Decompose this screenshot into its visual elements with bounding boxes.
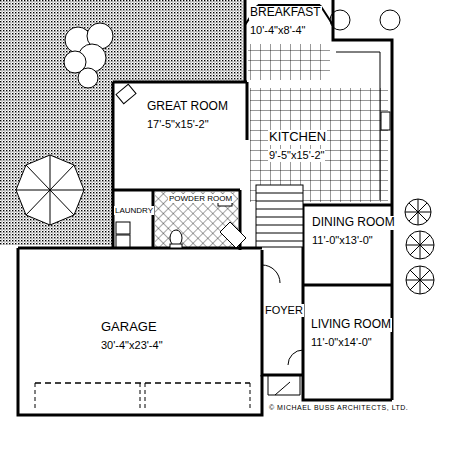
room-name: FOYER [264, 304, 304, 317]
room-label-box: FOYER [264, 304, 306, 317]
room-dimension: 9'-5"x15'-2" [268, 149, 325, 162]
room-dimension: 11'-0"x14'-0" [310, 336, 373, 349]
fixtures [35, 5, 390, 410]
room-label-box: BREAKFAST 10'-4"x8'-4" [249, 6, 324, 36]
copyright-note: © MICHAEL BUSS ARCHITECTS, LTD. [268, 404, 409, 411]
room-dimension: 30'-4"x23'-4" [100, 339, 164, 352]
room-label-box: DINING ROOM 11'-0"x13'-0" [311, 216, 398, 246]
room-name: LIVING ROOM [310, 318, 392, 332]
room-dimension: 11'-0"x13'-0" [311, 234, 374, 247]
walls [18, 0, 392, 415]
room-label-box: GARAGE 30'-4"x23'-4" [100, 320, 166, 352]
room-label-box: LAUNDRY [114, 206, 157, 215]
room-name: LAUNDRY [114, 206, 154, 215]
room-label-box: LIVING ROOM 11'-0"x14'-0" [310, 318, 395, 348]
room-label-box: GREAT ROOM 17'-5"x15'-2" [146, 100, 231, 130]
room-name: GARAGE [100, 320, 158, 335]
room-label-box: KITCHEN 9'-5"x15'-2" [268, 130, 330, 162]
room-label-box: POWDER ROOM [168, 194, 236, 203]
room-dimension: 10'-4"x8'-4" [249, 24, 306, 37]
room-name: BREAKFAST [249, 6, 322, 20]
room-name: GREAT ROOM [146, 100, 229, 114]
room-name: POWDER ROOM [168, 194, 233, 203]
room-dimension: 17'-5"x15'-2" [146, 118, 210, 131]
room-name: KITCHEN [268, 130, 327, 145]
trees [16, 10, 434, 294]
room-name: DINING ROOM [311, 216, 396, 230]
